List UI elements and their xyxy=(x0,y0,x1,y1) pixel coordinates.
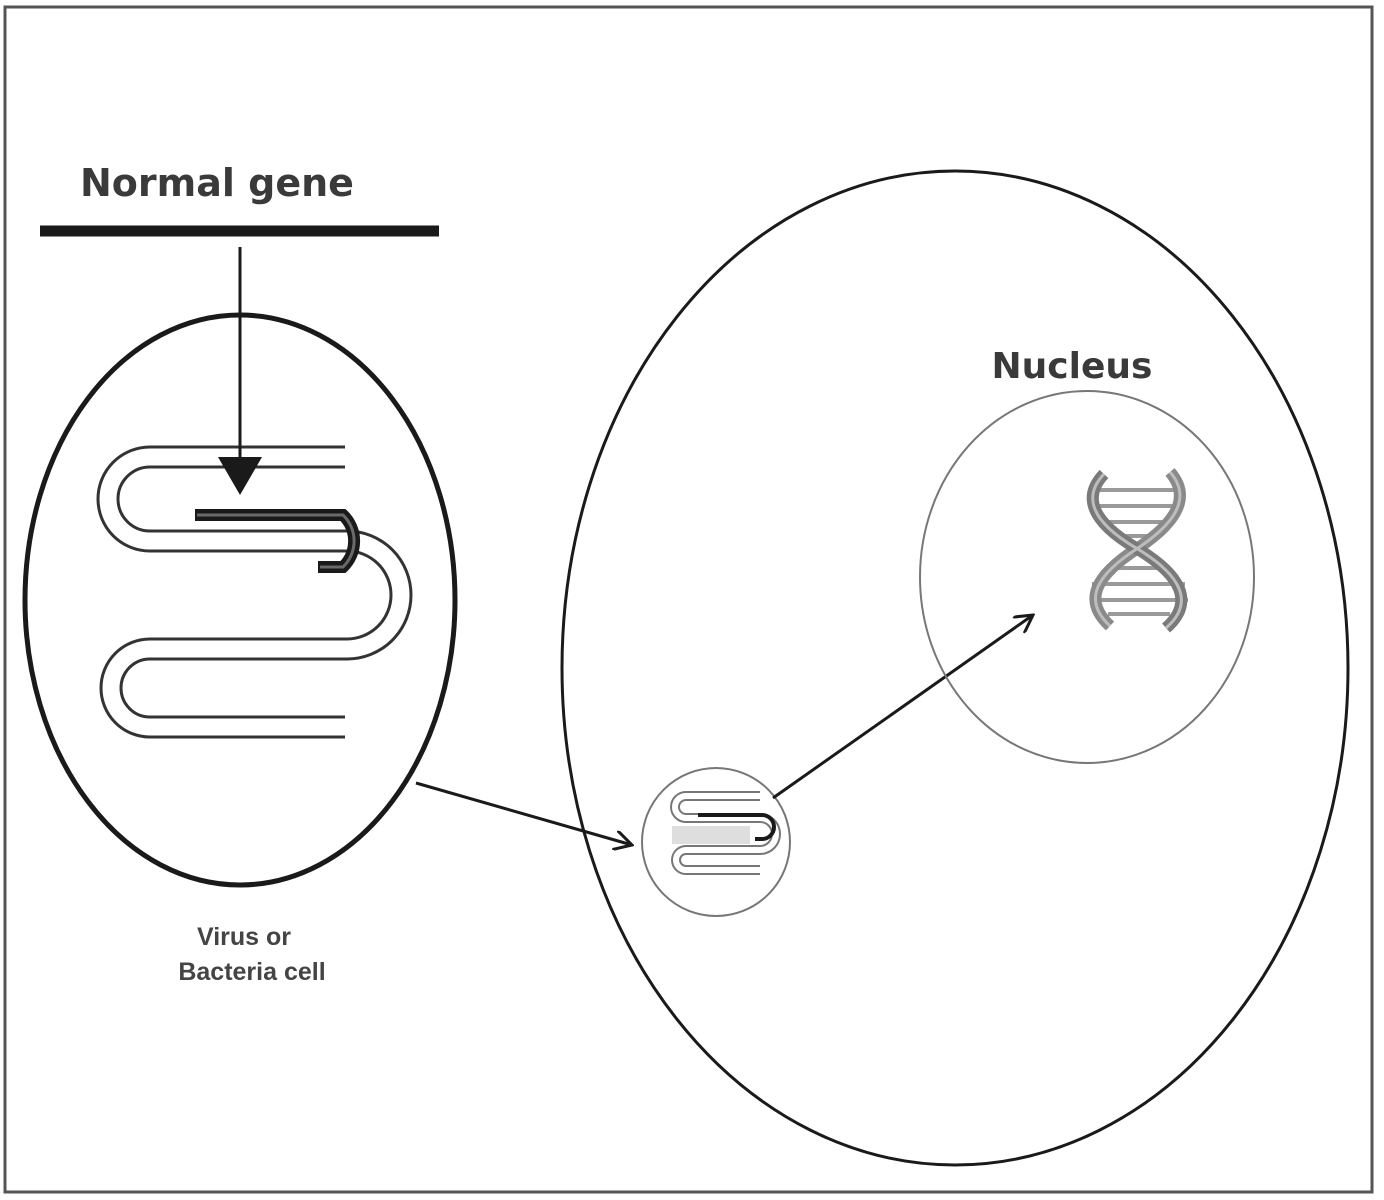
vector-gene-segment xyxy=(698,813,776,841)
nucleus-entry-arrow xyxy=(772,615,1033,800)
delivery-arrow xyxy=(415,781,632,845)
virus-label-line1: Virus or xyxy=(197,923,291,951)
nucleus-label: Nucleus xyxy=(992,346,1153,387)
vector-shading xyxy=(672,826,750,844)
normal-gene-label: Normal gene xyxy=(80,161,354,205)
delivered-vector xyxy=(641,767,791,917)
inserted-gene-core xyxy=(197,513,356,569)
helix-strand-b xyxy=(1086,469,1188,633)
virus-label-line2: Bacteria cell xyxy=(178,958,325,986)
coil-inner-strand xyxy=(116,465,413,719)
insertion-arrow-head xyxy=(218,457,262,495)
inserted-gene-segment xyxy=(195,509,361,573)
dna-helix-icon xyxy=(1086,468,1188,633)
viral-dna-coil xyxy=(96,445,413,739)
coil-outer-strand xyxy=(96,445,393,739)
host-cell-outline xyxy=(560,169,1350,1167)
frame-border xyxy=(3,5,1374,1194)
nucleus-outline xyxy=(919,390,1255,764)
